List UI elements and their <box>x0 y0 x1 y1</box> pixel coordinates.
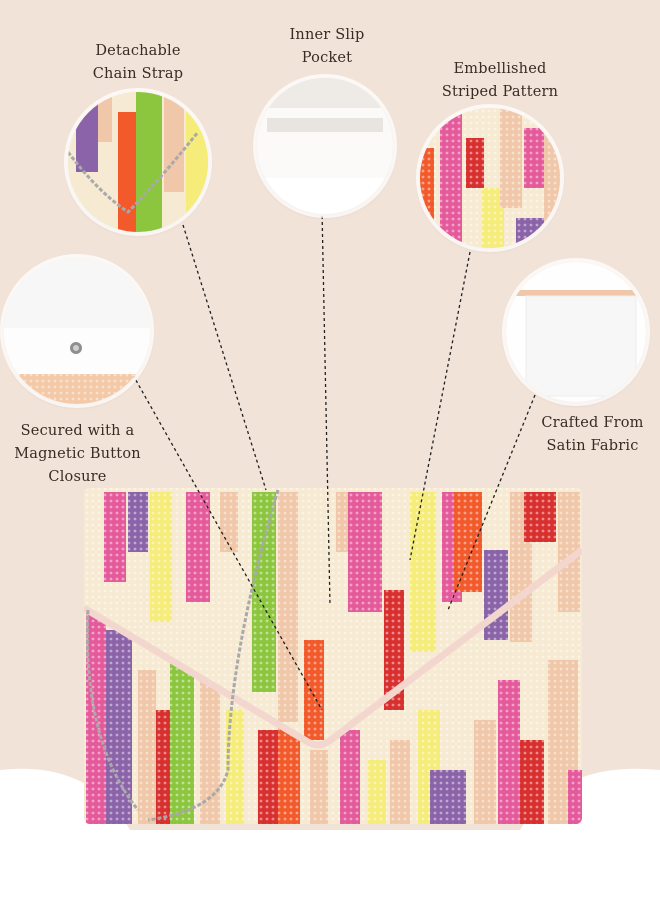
magnetic-closure-detail-photo <box>4 258 150 404</box>
satin-fabric-detail-photo <box>506 262 646 402</box>
label-satin-fabric: Crafted From Satin Fabric <box>541 415 644 454</box>
inner-pocket-detail-photo <box>257 78 393 214</box>
label-magnetic-closure: Secured with a Magnetic Button Closure <box>14 423 141 485</box>
label-striped-pattern: Embellished Striped Pattern <box>441 61 559 100</box>
clutch-bag <box>78 480 588 830</box>
chain-strap-detail-photo <box>68 92 208 232</box>
label-chain-strap: Detachable Chain Strap <box>92 43 184 82</box>
striped-pattern-detail-photo <box>420 108 560 248</box>
label-inner-pocket: Inner Slip Pocket <box>289 27 365 66</box>
